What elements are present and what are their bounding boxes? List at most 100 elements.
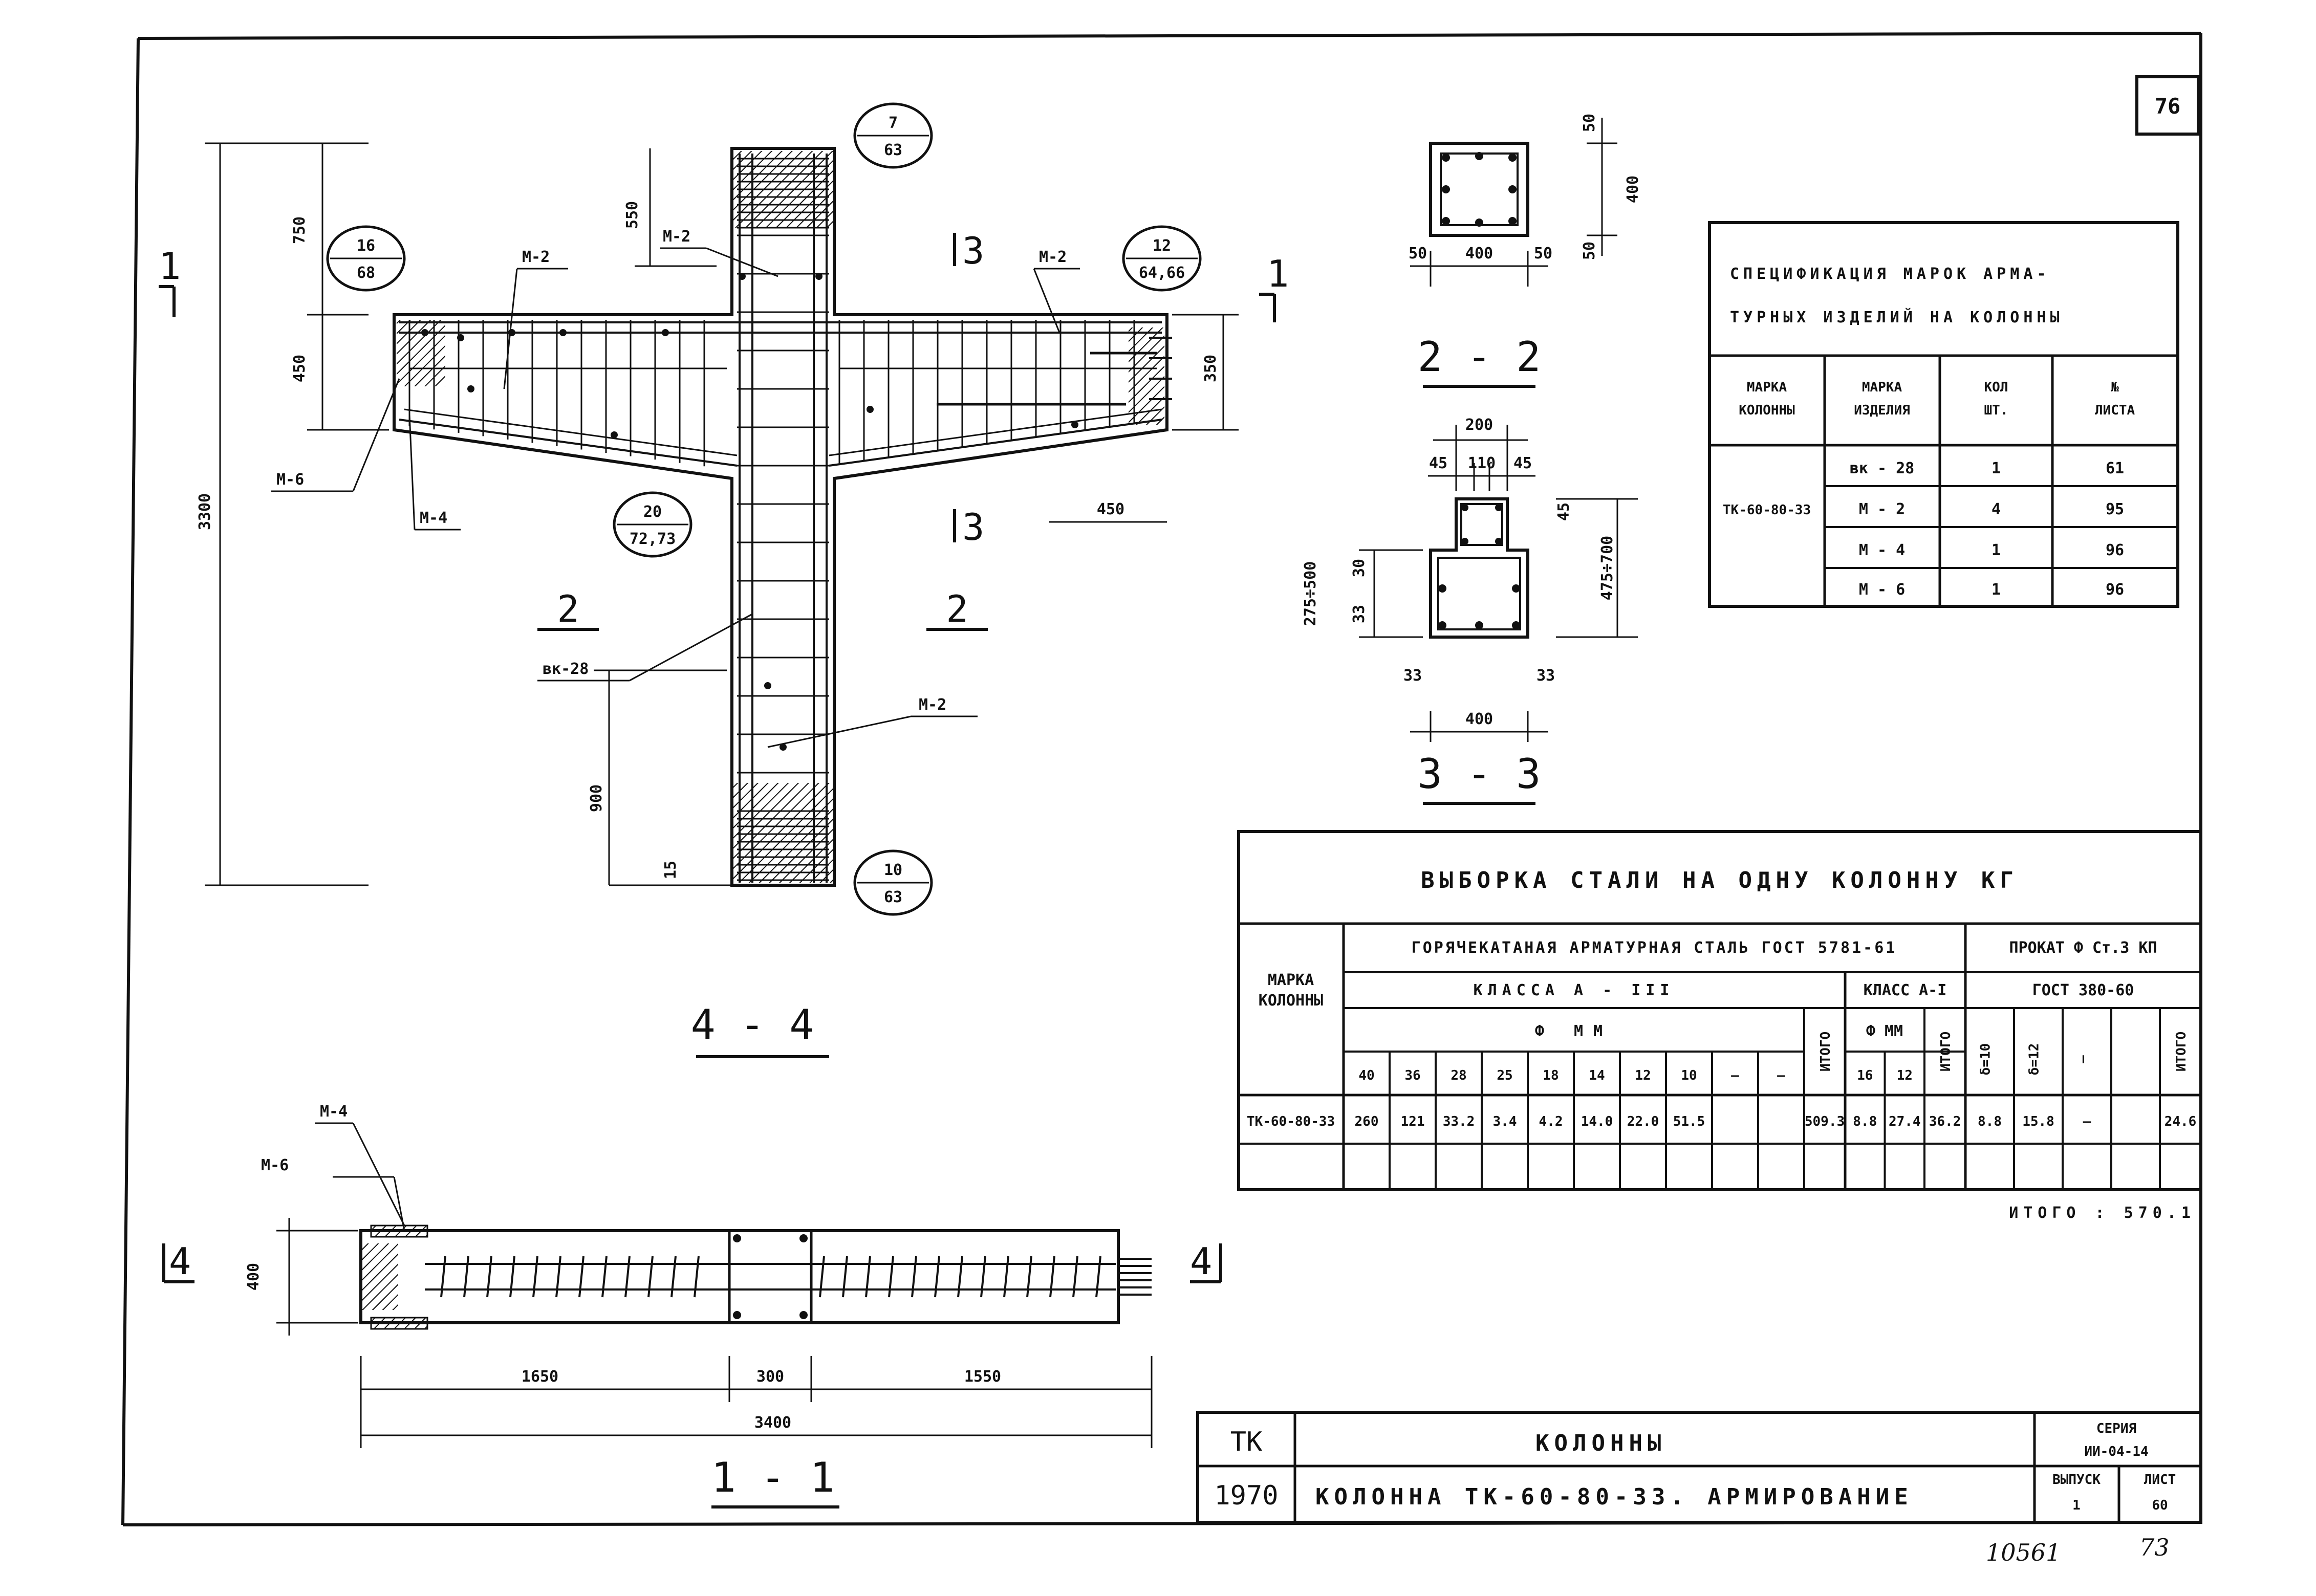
dim-3300: 3300 (196, 493, 214, 530)
section-3-3-title: 3 - 3 (1418, 750, 1541, 798)
steel-grand-total: ИТОГО : 570.1 (2009, 1204, 2196, 1222)
steel-itogo-a3: ИТОГО (1818, 1032, 1833, 1072)
stirrup (1072, 1256, 1078, 1298)
steel-diam-header: 12 (1897, 1068, 1913, 1083)
spec-header-mark-col-2: КОЛОННЫ (1739, 403, 1795, 418)
steel-col-mark-2: КОЛОННЫ (1259, 992, 1323, 1010)
steel-table: ВЫБОРКА СТАЛИ НА ОДНУ КОЛОННУ КГ МАРКА К… (1237, 830, 2202, 1222)
steel-diam-header: — (1731, 1068, 1739, 1083)
title-sheet: 60 (2152, 1498, 2168, 1513)
stirrup (1095, 1256, 1101, 1298)
steel-itogo-rolled: ИТОГО (2174, 1032, 2189, 1072)
steel-phi-mm-a1: Ф ММ (1866, 1022, 1903, 1040)
bar-section (799, 1234, 808, 1242)
v11-dim-400: 400 (245, 1263, 263, 1291)
s33-dim-45-c: 45 (1555, 502, 1573, 521)
dimension-lines-4-4 (205, 142, 1239, 886)
steel-cell: 8.8 (1853, 1114, 1877, 1129)
stirrup (578, 1256, 585, 1298)
cut-1-right: 1 (1267, 252, 1289, 295)
stirrup (819, 1256, 825, 1298)
spec-header-item-1: МАРКА (1862, 380, 1902, 395)
bar-section (733, 1311, 741, 1319)
dim-550: 550 (623, 201, 641, 229)
steel-thickness-header: δ=10 (1978, 1043, 1994, 1076)
ref-circle-12-64-66: 12 64,66 (1122, 225, 1202, 292)
stirrup (911, 1256, 917, 1298)
v11-dim-3400: 3400 (754, 1414, 791, 1432)
spec-header-mark-col-1: МАРКА (1747, 380, 1787, 395)
bar-section (467, 385, 474, 392)
spec-title-2: ТУРНЫХ ИЗДЕЛИЙ НА КОЛОННЫ (1730, 308, 2064, 326)
stirrup (647, 1256, 654, 1298)
v11-dim-1550: 1550 (964, 1368, 1001, 1386)
s33-dim-45-a: 45 (1429, 454, 1447, 472)
handwritten-number: 10561 (1986, 1539, 2061, 1566)
steel-class-a3: КЛАССА А - III (1474, 981, 1675, 999)
stirrup (463, 1256, 469, 1298)
steel-cell: 3.4 (1493, 1114, 1517, 1129)
s33-dim-110: 110 (1468, 454, 1496, 472)
section-3-3: 200 45 110 45 45 30 33 275÷500 475÷700 3… (1302, 416, 1638, 805)
v11-label-m6: М-6 (261, 1156, 289, 1174)
steel-cell: – (2083, 1114, 2091, 1129)
spec-header-item-2: ИЗДЕЛИЯ (1854, 403, 1910, 418)
steel-cell: 14.0 (1581, 1114, 1613, 1129)
dim-450: 450 (291, 355, 309, 382)
steel-cell: 33.2 (1443, 1114, 1475, 1129)
label-m2-c: М-2 (1039, 248, 1067, 266)
steel-thickness-header: — (2075, 1055, 2091, 1063)
s22-dim-400-w: 400 (1465, 245, 1493, 263)
steel-gost-rolled: ГОСТ 380-60 (2032, 981, 2134, 999)
stirrup (1026, 1256, 1032, 1298)
steel-cell: 260 (1355, 1114, 1379, 1129)
svg-text:96: 96 (2106, 581, 2124, 599)
stirrup (865, 1256, 871, 1298)
title-year: 1970 (1214, 1480, 1278, 1511)
svg-text:12: 12 (1153, 237, 1171, 255)
title-description: КОЛОННА ТК-60-80-33. АРМИРОВАНИЕ (1315, 1484, 1913, 1510)
stirrup (1003, 1256, 1009, 1298)
steel-row-mark: ТК-60-80-33 (1247, 1114, 1335, 1129)
steel-group-hot-rolled: ГОРЯЧЕКАТАНАЯ АРМАТУРНАЯ СТАЛЬ ГОСТ 5781… (1412, 939, 1897, 957)
title-series-label: СЕРИЯ (2096, 1421, 2136, 1436)
steel-class-a1: КЛАСС А-I (1864, 981, 1947, 999)
label-m6: М-6 (276, 471, 304, 489)
reinforcement-cage (399, 154, 1172, 883)
svg-text:1: 1 (1992, 541, 2001, 559)
page-number-box: 76 (2135, 75, 2200, 136)
svg-text:7: 7 (889, 114, 898, 132)
cantilever-bottom-bar (829, 408, 1162, 456)
spec-header-sheet-1: № (2111, 380, 2119, 395)
bar-section (799, 1311, 808, 1319)
steel-diam-header: 16 (1857, 1068, 1873, 1083)
label-m2-b: М-2 (663, 228, 690, 246)
view-1-1-title: 1 - 1 (711, 1454, 835, 1501)
svg-text:72,73: 72,73 (630, 530, 676, 548)
steel-cell: 15.8 (2022, 1114, 2054, 1129)
svg-text:95: 95 (2106, 500, 2124, 518)
bar-section (764, 682, 771, 689)
svg-text:1: 1 (1992, 460, 2001, 477)
v11-dim-300: 300 (756, 1368, 784, 1386)
s22-dim-50-top: 50 (1581, 114, 1598, 132)
svg-text:68: 68 (357, 264, 375, 282)
s33-dim-33-right: 33 (1536, 667, 1555, 685)
cantilever-bottom-bar (399, 419, 738, 467)
s33-dim-400: 400 (1465, 710, 1493, 728)
label-m2-d: М-2 (919, 696, 946, 714)
s33-dim-33-left: 33 (1403, 667, 1422, 685)
steel-cell-total: 24.6 (2165, 1114, 2197, 1129)
left-plate-hatch (397, 320, 445, 386)
cut-4-right: 4 (1190, 1240, 1212, 1283)
s33-dim-475-700: 475÷700 (1598, 536, 1616, 600)
view-1-1-reinforcement (425, 1234, 1152, 1319)
steel-diam-header: — (1777, 1068, 1785, 1083)
steel-diam-header: 12 (1635, 1068, 1651, 1083)
bar-section (421, 329, 428, 336)
stirrup (624, 1256, 631, 1298)
title-name: КОЛОННЫ (1535, 1430, 1666, 1456)
title-block: ТК КОЛОННЫ 1970 КОЛОННА ТК-60-80-33. АРМ… (1196, 1411, 2202, 1524)
